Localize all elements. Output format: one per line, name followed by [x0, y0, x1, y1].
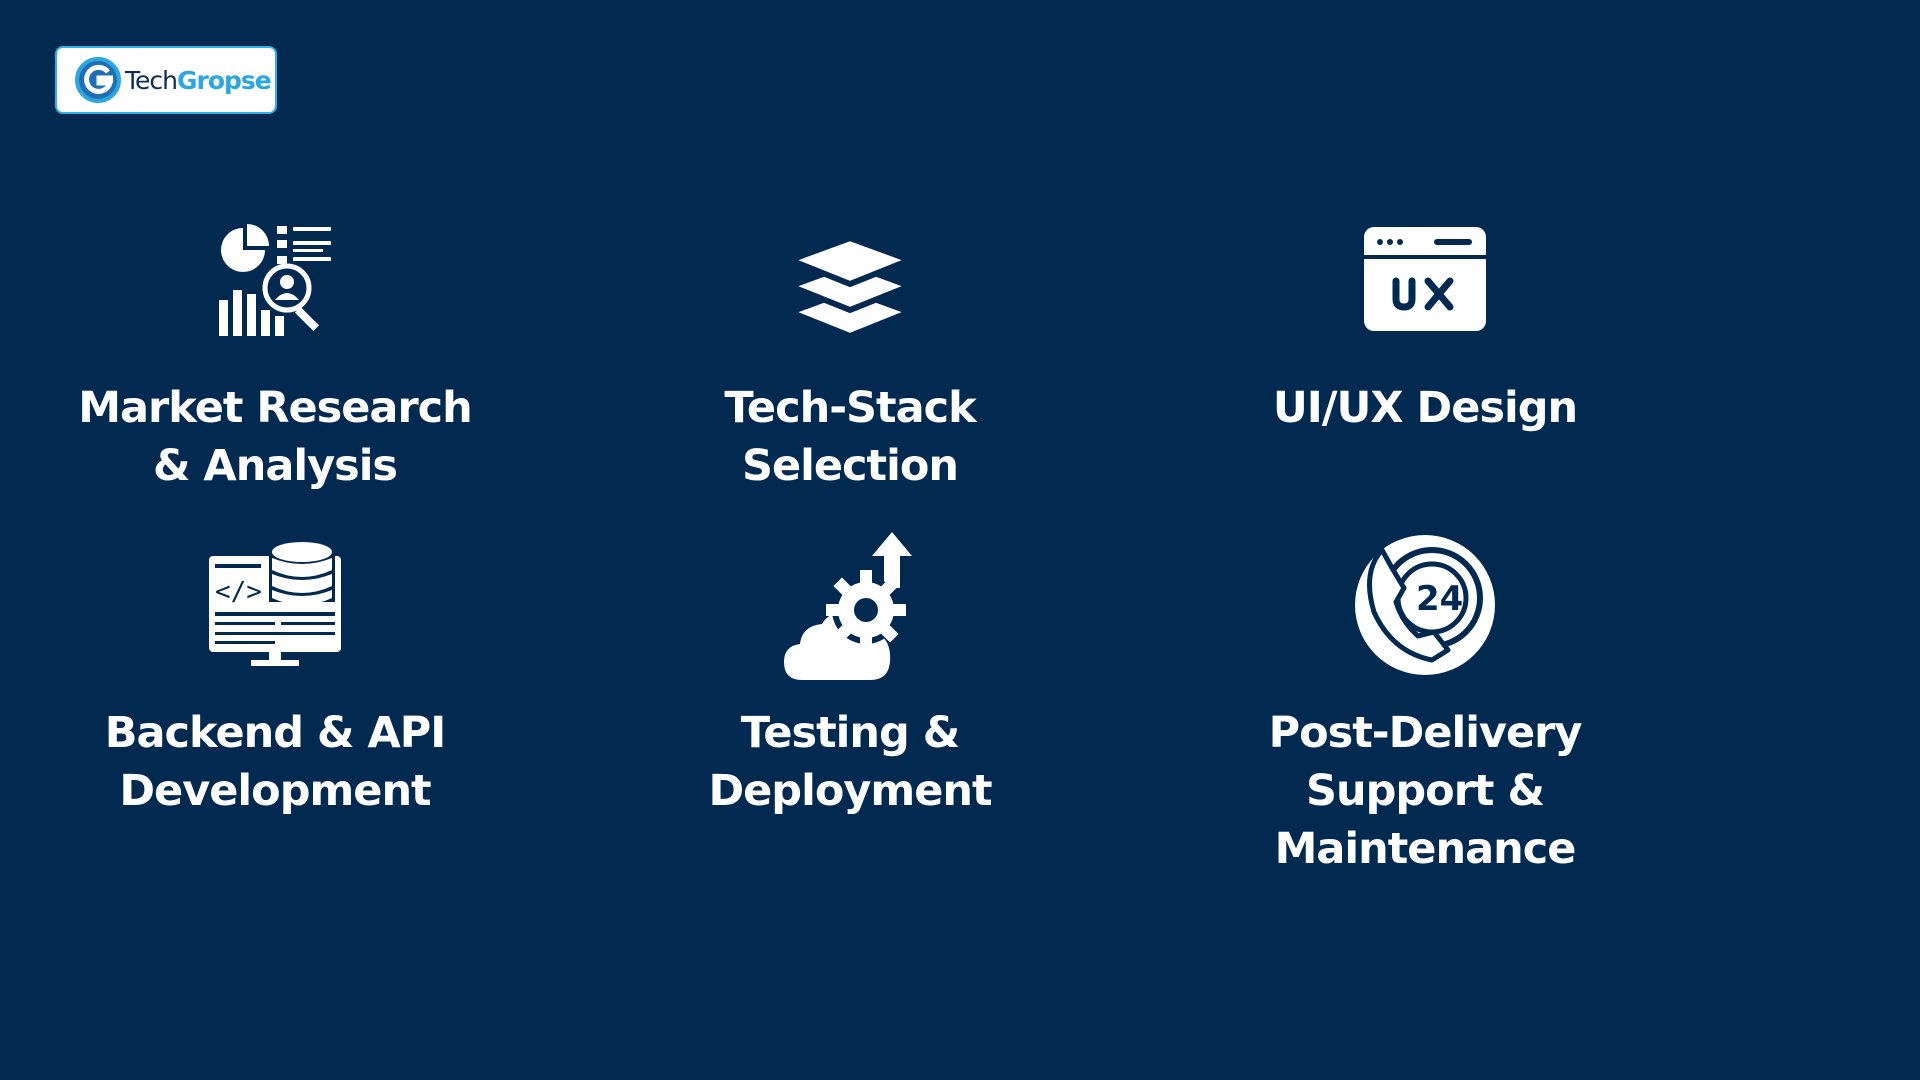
- service-label-line: Selection: [742, 441, 959, 491]
- ux-browser-icon: [1350, 205, 1500, 355]
- market-research-icon: [200, 205, 350, 355]
- techgropse-logo-icon: [75, 57, 121, 103]
- service-label-line: Maintenance: [1274, 824, 1577, 874]
- service-testing-deployment: Testing & Deployment: [620, 530, 1080, 820]
- support-24-icon: 24: [1350, 530, 1500, 680]
- service-label-line: Testing &: [740, 708, 961, 758]
- layers-stack-icon: [775, 205, 925, 355]
- service-label-line: Market Research: [78, 383, 472, 433]
- service-label-line: Deployment: [708, 766, 992, 816]
- service-label: Tech-Stack Selection: [724, 379, 976, 495]
- svg-text:24: 24: [1416, 579, 1463, 619]
- service-label-line: Support &: [1306, 766, 1545, 816]
- cloud-gear-deploy-icon: [775, 530, 925, 680]
- brand-name-tech: Tech: [125, 65, 178, 95]
- service-tech-stack: Tech-Stack Selection: [620, 205, 1080, 495]
- brand-name-gropse: Gropse: [177, 65, 272, 95]
- service-post-delivery-support: 24 Post-Delivery Support & Maintenance: [1195, 530, 1655, 878]
- service-label-line: Post-Delivery: [1268, 708, 1583, 758]
- backend-database-icon: </>: [200, 530, 350, 680]
- svg-text:</>: </>: [215, 577, 262, 607]
- service-label: Backend & API Development: [104, 704, 447, 820]
- service-label-line: Development: [119, 766, 431, 816]
- service-label-line: Tech-Stack: [724, 383, 976, 433]
- brand-wordmark: TechGropse: [125, 65, 272, 95]
- service-market-research: Market Research & Analysis: [45, 205, 505, 495]
- service-label-line: Backend & API: [104, 708, 447, 758]
- brand-logo[interactable]: TechGropse: [55, 46, 277, 114]
- service-label: UI/UX Design: [1272, 379, 1578, 437]
- service-backend-api: </> Backend & API Development: [45, 530, 505, 820]
- service-label: Post-Delivery Support & Maintenance: [1268, 704, 1583, 878]
- service-label-line: UI/UX Design: [1272, 383, 1578, 433]
- service-label-line: & Analysis: [152, 441, 398, 491]
- service-label: Market Research & Analysis: [78, 379, 472, 495]
- service-label: Testing & Deployment: [708, 704, 992, 820]
- service-ui-ux-design: UI/UX Design: [1195, 205, 1655, 437]
